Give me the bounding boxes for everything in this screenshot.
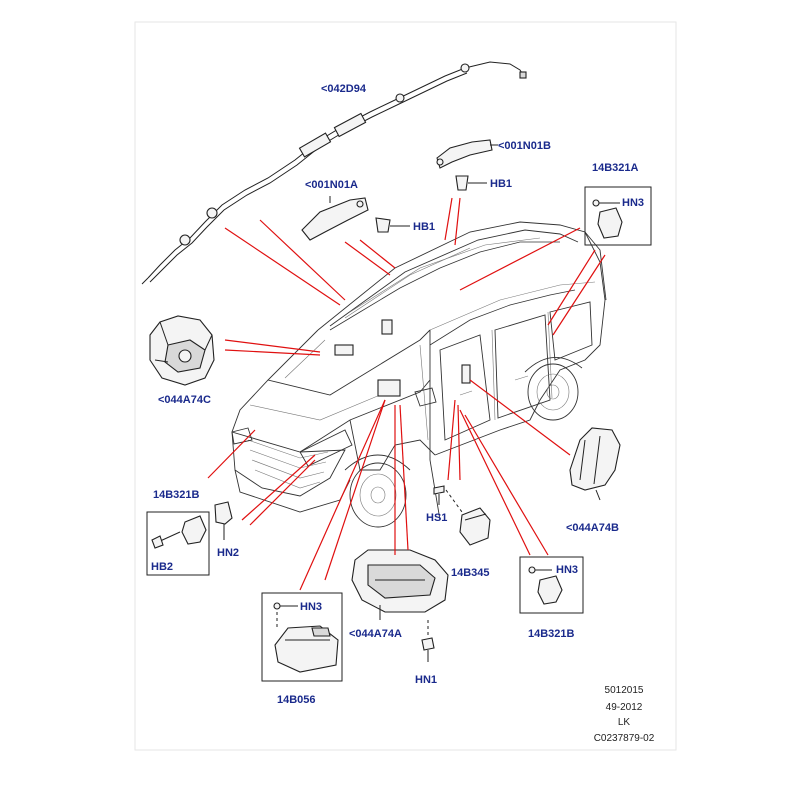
- meta-line-4: C0237879-02: [594, 733, 655, 744]
- hb1-bolt-top[interactable]: [455, 175, 487, 191]
- meta-line-2: 49-2012: [606, 702, 643, 713]
- driver-airbag-part[interactable]: [149, 315, 215, 386]
- curtain-airbag-part[interactable]: [141, 61, 527, 285]
- label-hn1: HN1: [415, 674, 437, 686]
- sensor-14b321a-box: [584, 186, 652, 246]
- hb1-bolt-mid[interactable]: [375, 217, 410, 233]
- seat-airbag-part[interactable]: [569, 427, 621, 501]
- label-hn3-right: HN3: [556, 564, 578, 576]
- module-14b056-box: [261, 592, 343, 682]
- vehicle-outline: [231, 221, 607, 528]
- label-module-14b056: 14B056: [277, 694, 316, 706]
- sensor-14b321b-part[interactable]: [151, 501, 233, 549]
- label-hn2: HN2: [217, 547, 239, 559]
- label-sensor-14b321b: 14B321B: [153, 489, 200, 501]
- label-sensor-14b321a: 14B321A: [592, 162, 639, 174]
- label-seat-airbag: <044A74B: [566, 522, 619, 534]
- label-hb1-mid: HB1: [413, 221, 435, 233]
- label-passenger-airbag: <044A74A: [349, 628, 402, 640]
- label-pretensioner-a: <001N01A: [305, 179, 358, 191]
- headliner-module: [381, 319, 393, 335]
- pretensioner-a-part[interactable]: [301, 196, 369, 241]
- diagram-frame: [134, 21, 677, 751]
- label-module-14b345: 14B345: [451, 567, 490, 579]
- label-driver-airbag: <044A74C: [158, 394, 211, 406]
- hn1-nut[interactable]: [421, 620, 435, 662]
- label-hn3-topright: HN3: [622, 197, 644, 209]
- pretensioner-b-part[interactable]: [436, 139, 498, 169]
- curtain-airbag-installed: [329, 241, 560, 331]
- sensor-14b321a-part[interactable]: [592, 199, 623, 239]
- label-sensor-14b321b-right: 14B321B: [528, 628, 575, 640]
- sensor-14b321b-right-box: [519, 556, 584, 614]
- hs1-bolt[interactable]: [433, 485, 463, 513]
- sensor-14b321b-right-part[interactable]: [528, 566, 563, 605]
- module-14b056-part[interactable]: [273, 602, 339, 673]
- label-hs1: HS1: [426, 512, 447, 524]
- label-hb2: HB2: [151, 561, 173, 573]
- label-hn3-bottomleft: HN3: [300, 601, 322, 613]
- module-14b345-part[interactable]: [459, 507, 491, 546]
- leader-lines: [207, 197, 606, 591]
- label-hb1-top: HB1: [490, 178, 512, 190]
- passenger-airbag-part[interactable]: [351, 549, 449, 620]
- meta-line-1: 5012015: [605, 685, 644, 696]
- center-console-module: [377, 379, 401, 397]
- label-pretensioner-b: <001N01B: [498, 140, 551, 152]
- label-curtain-airbag: <042D94: [321, 83, 367, 95]
- meta-line-3: LK: [618, 717, 631, 728]
- b-pillar-sensor: [461, 364, 471, 384]
- sensor-14b321b-box: [146, 511, 210, 576]
- roof-sensor: [334, 344, 354, 356]
